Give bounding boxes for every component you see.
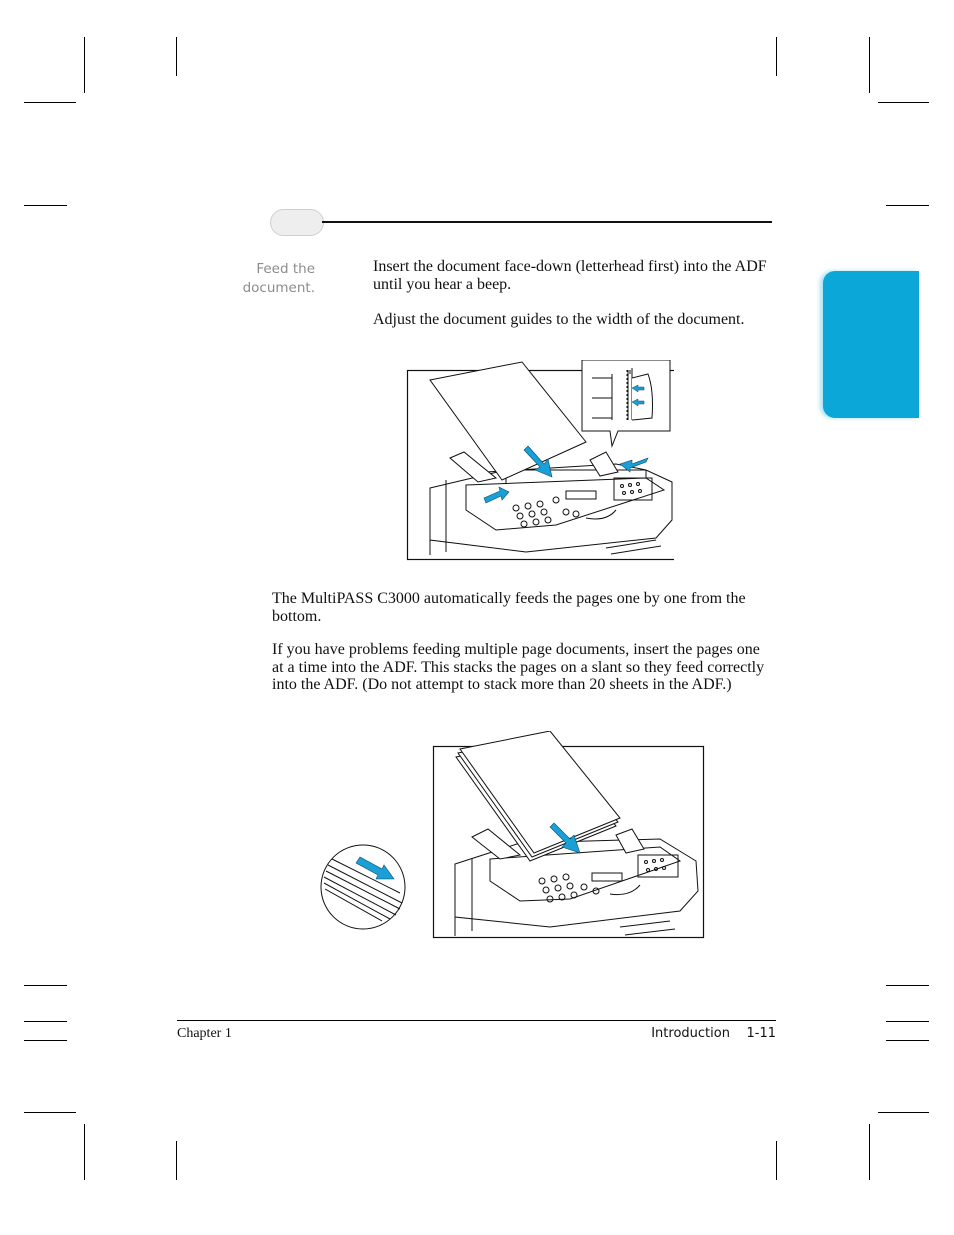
figure-stacked-pages [320,731,705,939]
header-rule [322,221,772,223]
crop-mark [84,1124,85,1180]
footer-page-number: 1-11 [746,1026,776,1041]
crop-mark [878,1112,929,1113]
figure-insert-document [406,360,674,561]
crop-mark [84,37,85,93]
instruction-insert: Insert the document face-down (letterhea… [373,258,767,293]
crop-mark [886,205,929,206]
footer-section: Introduction [651,1026,730,1041]
crop-mark [886,985,929,986]
footer-rule [177,1020,776,1021]
crop-mark [886,1021,929,1022]
crop-mark [24,1040,67,1041]
crop-mark [869,37,870,93]
chapter-tab [823,271,919,418]
crop-mark [24,205,67,206]
margin-note: Feed the document. [242,261,315,296]
crop-mark [176,37,177,76]
crop-mark [176,1141,177,1180]
crop-mark [24,1021,67,1022]
instruction-adjust: Adjust the document guides to the width … [373,311,745,328]
crop-mark [776,37,777,76]
crop-mark [24,1112,76,1113]
crop-mark [878,102,929,103]
crop-mark [776,1141,777,1180]
multi-page-tip: If you have problems feeding multiple pa… [272,641,765,693]
crop-mark [24,102,76,103]
crop-mark [24,985,67,986]
footer-chapter: Chapter 1 [177,1026,232,1041]
auto-feed-note: The MultiPASS C3000 automatically feeds … [272,590,746,625]
crop-mark [869,1124,870,1180]
crop-mark [886,1040,929,1041]
footer-section-page: Introduction 1-11 [600,1026,776,1041]
header-pill [270,209,324,236]
